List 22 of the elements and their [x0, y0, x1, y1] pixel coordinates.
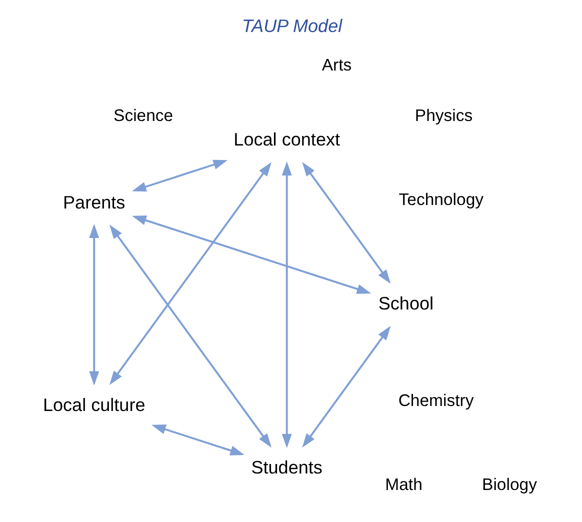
arrow — [151, 424, 244, 456]
label: Chemistry — [398, 390, 474, 410]
arrow — [108, 162, 271, 386]
arrow — [302, 162, 390, 284]
node-text: School — [378, 294, 434, 314]
node-text: Local context — [233, 130, 340, 150]
label: Physics — [414, 106, 472, 125]
arrow — [88, 224, 99, 386]
label: Technology — [398, 190, 484, 209]
label: Math — [384, 474, 422, 494]
label: Biology — [482, 474, 536, 494]
arrow — [108, 224, 271, 448]
arrow — [131, 160, 228, 192]
node-text: Local culture — [42, 394, 145, 415]
node-text: Students — [250, 458, 322, 478]
diagram-title: TAUP Model — [241, 16, 342, 36]
arrow — [132, 216, 371, 294]
arrow — [302, 326, 390, 448]
label: Science — [113, 106, 173, 125]
arrow — [281, 161, 292, 448]
node-text: Parents — [62, 192, 125, 212]
label: Arts — [321, 56, 352, 75]
